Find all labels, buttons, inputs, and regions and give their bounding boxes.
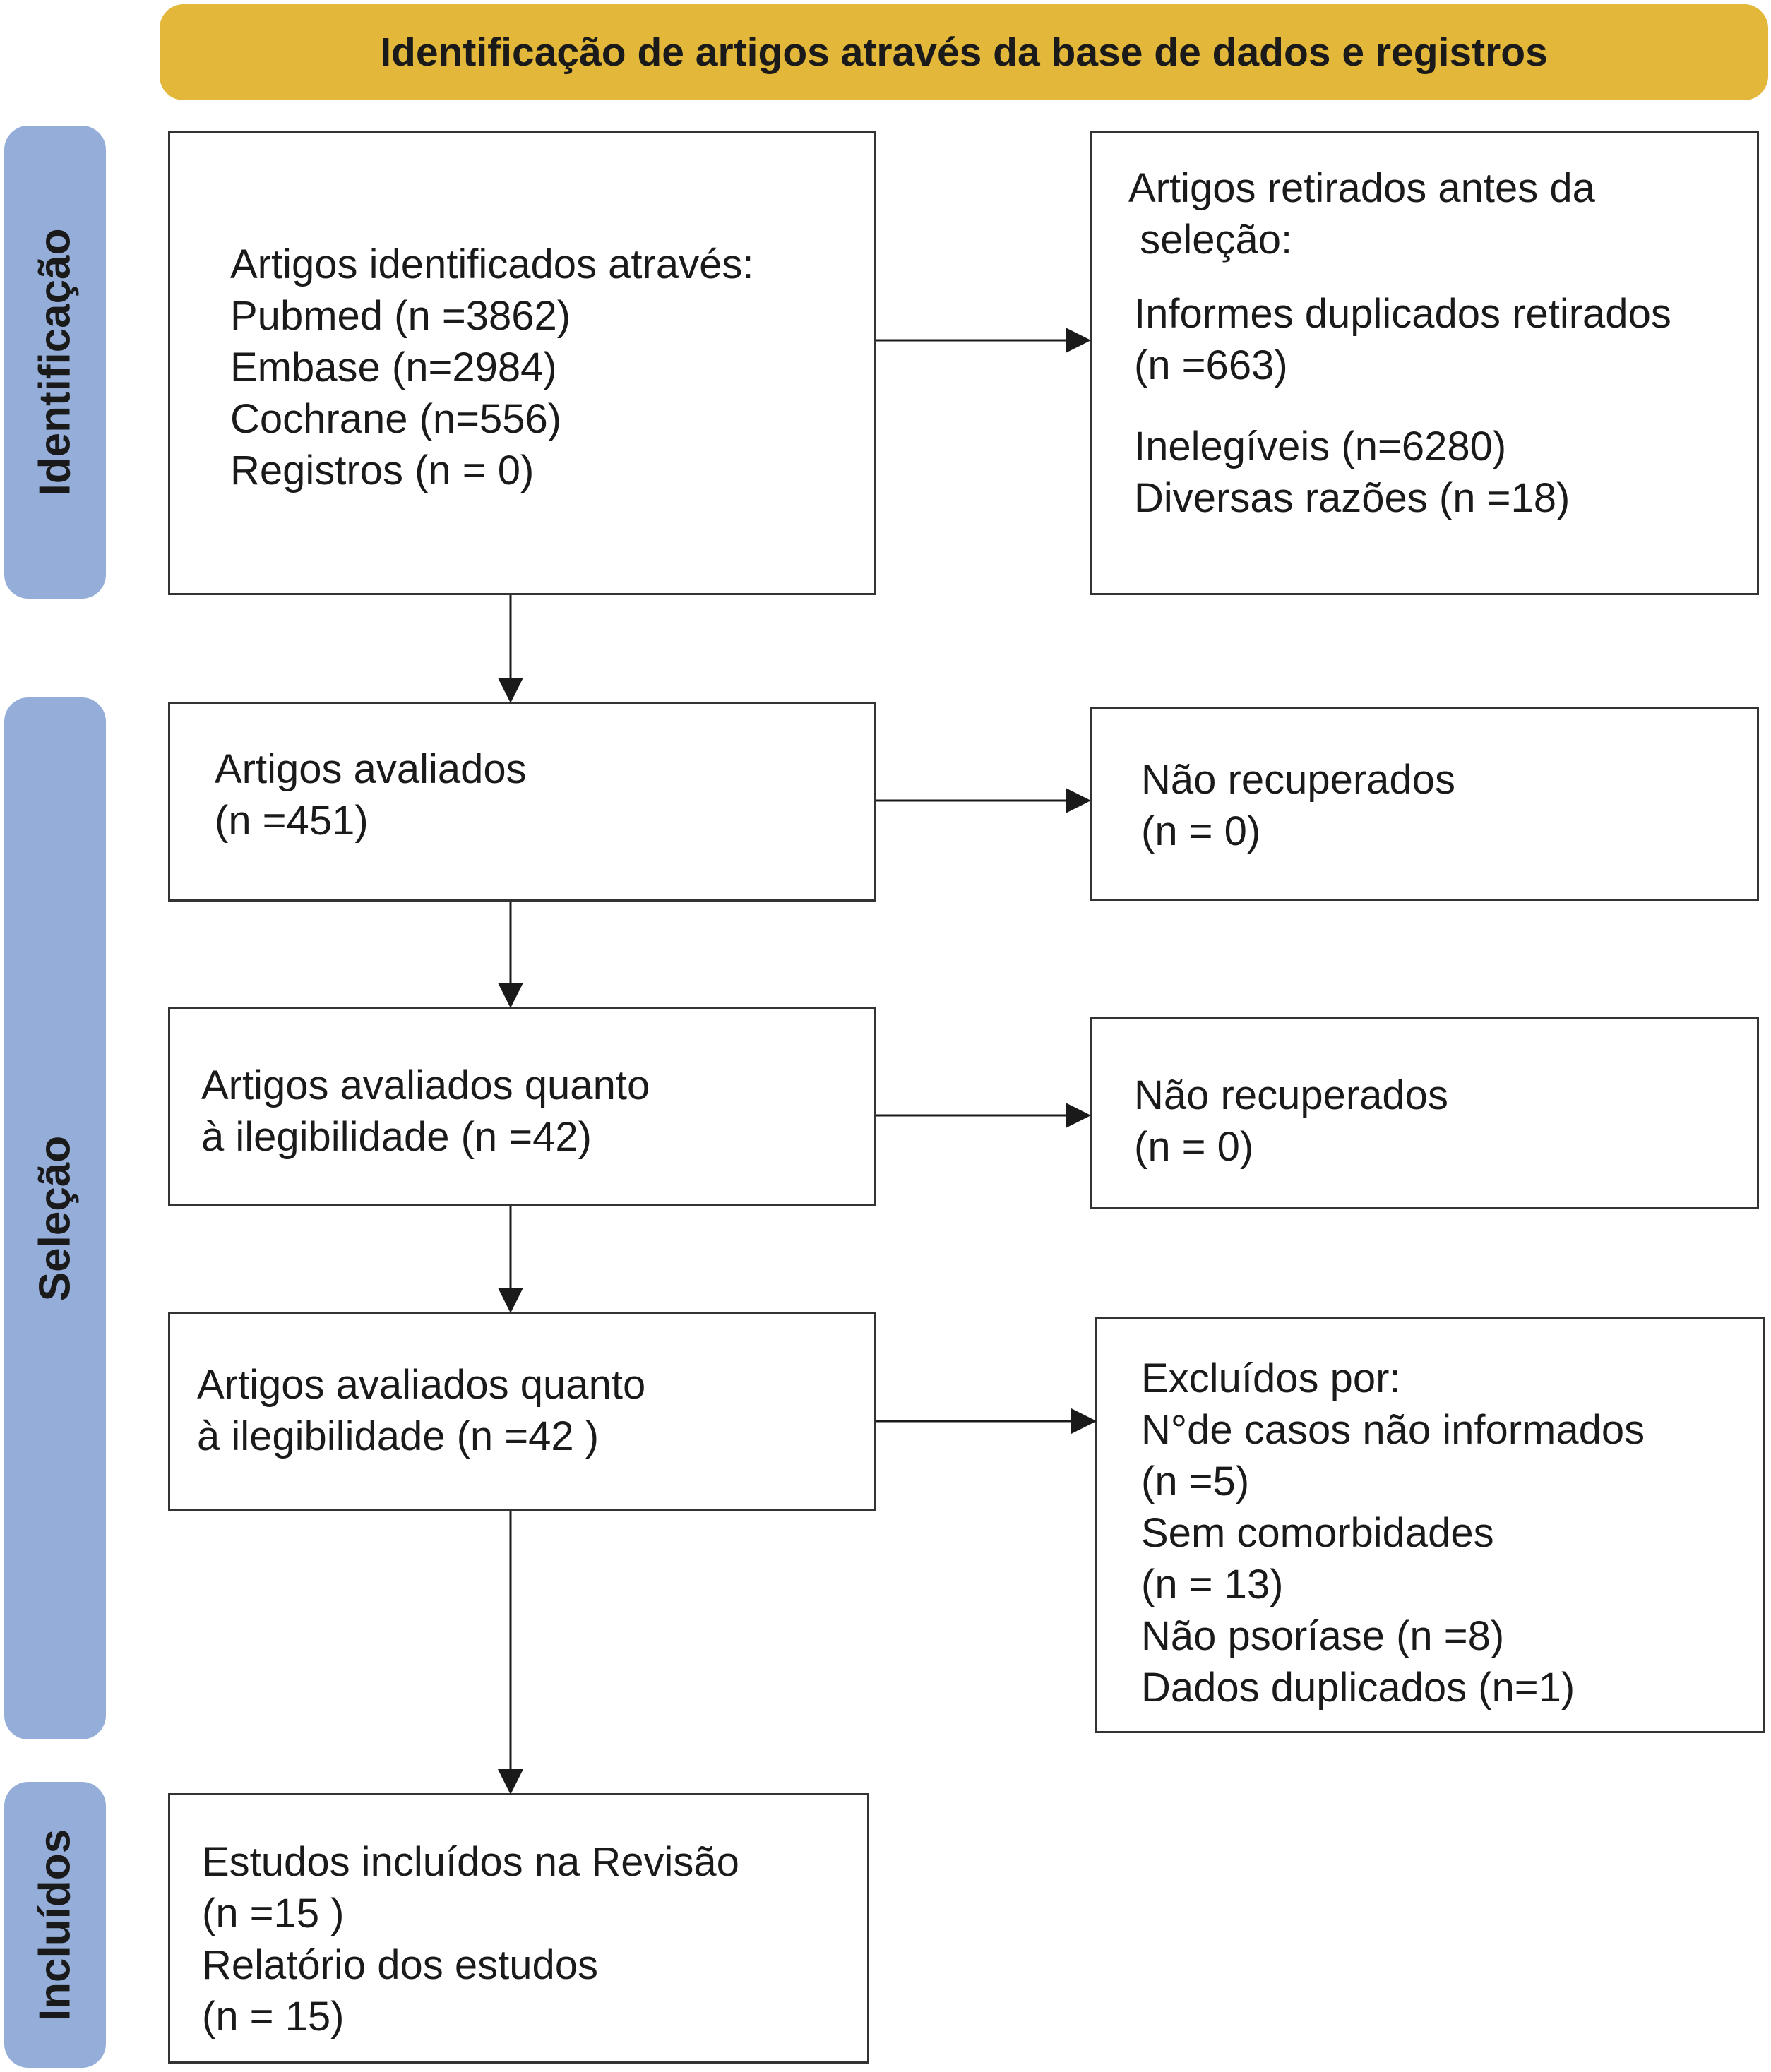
- excluded-line: N°de casos não informados: [1141, 1407, 1645, 1453]
- excluded-line: Excluídos por:: [1141, 1355, 1401, 1401]
- identified-line: Pubmed (n =3862): [230, 293, 571, 339]
- excluded-line: Não psoríase (n =8): [1141, 1613, 1505, 1659]
- excluded-line: (n = 13): [1141, 1562, 1284, 1607]
- included-line: Estudos incluídos na Revisão: [202, 1839, 739, 1885]
- header-banner: Identificação de artigos através da base…: [160, 4, 1768, 100]
- box-excluded: Excluídos por: N°de casos não informados…: [1095, 1317, 1765, 1733]
- phase-selecao: Seleção: [4, 697, 106, 1739]
- removed-heading: seleção:: [1128, 217, 1293, 263]
- box-included: Estudos incluídos na Revisão (n =15 ) Re…: [168, 1793, 869, 2064]
- eligibility-line: à ilegibilidade (n =42): [201, 1114, 592, 1160]
- not-retrieved-line: Não recuperados: [1141, 757, 1455, 803]
- excluded-line: Dados duplicados (n=1): [1141, 1665, 1575, 1711]
- included-line: (n = 15): [202, 1994, 345, 2040]
- header-title: Identificação de artigos através da base…: [380, 30, 1548, 75]
- removed-line: Diversas razões (n =18): [1134, 475, 1570, 521]
- removed-line: Informes duplicados retirados: [1134, 291, 1671, 337]
- not-retrieved-line: Não recuperados: [1134, 1072, 1448, 1118]
- removed-line: Inelegíveis (n=6280): [1134, 424, 1507, 469]
- box-eligibility-2: Artigos avaliados quanto à ilegibilidade…: [168, 1312, 876, 1511]
- box-not-retrieved-1: Não recuperados (n = 0): [1090, 707, 1759, 901]
- identified-line: Artigos identificados através:: [230, 241, 754, 287]
- removed-heading: Artigos retirados antes da: [1128, 165, 1595, 211]
- identified-line: Cochrane (n=556): [230, 396, 562, 442]
- not-retrieved-line: (n = 0): [1134, 1124, 1254, 1170]
- included-line: (n =15 ): [202, 1891, 345, 1936]
- eligibility-line: Artigos avaliados quanto: [201, 1062, 650, 1108]
- box-identified: Artigos identificados através: Pubmed (n…: [168, 131, 876, 595]
- phase-incluidos: Incluídos: [4, 1782, 106, 2068]
- eligibility-line: à ilegibilidade (n =42 ): [197, 1413, 600, 1459]
- box-not-retrieved-2: Não recuperados (n = 0): [1090, 1017, 1759, 1209]
- assessed-line: (n =451): [215, 798, 369, 844]
- excluded-line: (n =5): [1141, 1459, 1250, 1504]
- phase-identificacao: Identificação: [4, 126, 106, 599]
- identified-line: Embase (n=2984): [230, 345, 557, 390]
- identified-line: Registros (n = 0): [230, 448, 535, 493]
- excluded-line: Sem comorbidades: [1141, 1510, 1494, 1556]
- box-eligibility-1: Artigos avaliados quanto à ilegibilidade…: [168, 1007, 876, 1206]
- removed-line: (n =663): [1134, 342, 1288, 388]
- assessed-line: Artigos avaliados: [215, 746, 527, 792]
- box-assessed: Artigos avaliados (n =451): [168, 702, 876, 902]
- included-line: Relatório dos estudos: [202, 1942, 598, 1988]
- eligibility-line: Artigos avaliados quanto: [197, 1362, 646, 1408]
- not-retrieved-line: (n = 0): [1141, 808, 1261, 854]
- box-removed: Artigos retirados antes da seleção: Info…: [1090, 131, 1759, 595]
